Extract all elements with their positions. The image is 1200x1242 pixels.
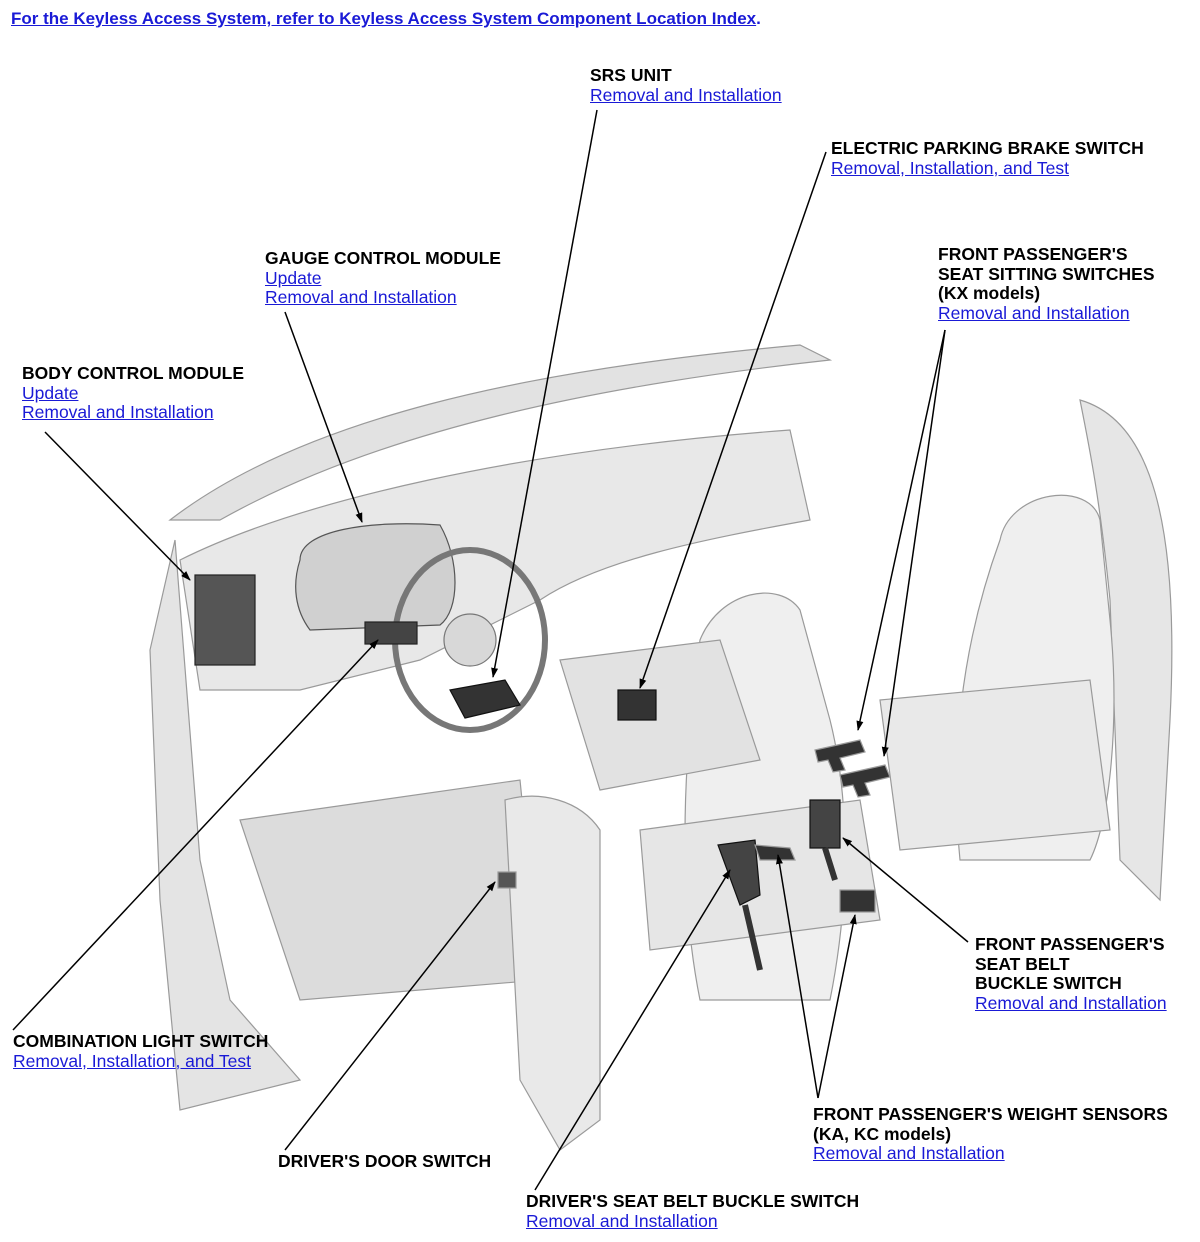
srs-unit-callout: SRS UNIT Removal and Installation	[590, 65, 782, 105]
weight-sensors-removal-link[interactable]: Removal and Installation	[813, 1143, 1005, 1163]
weight-sensors-title-line-1: FRONT PASSENGER'S WEIGHT SENSORS	[813, 1104, 1168, 1124]
leader-gauge-control-module	[284, 311, 363, 523]
leader-weight-sensor-2	[817, 914, 857, 1099]
srs-unit-removal-link[interactable]: Removal and Installation	[590, 84, 782, 105]
leader-seat-sitting-switch-1	[856, 329, 946, 731]
combination-light-switch-title: COMBINATION LIGHT SWITCH	[13, 1031, 269, 1051]
epb-switch-title: ELECTRIC PARKING BRAKE SWITCH	[831, 138, 1144, 158]
driver-buckle-switch-callout: DRIVER'S SEAT BELT BUCKLE SWITCH Removal…	[526, 1191, 860, 1231]
leader-srs-unit	[491, 109, 598, 678]
leader-weight-sensor-1	[776, 854, 819, 1099]
leader-lines	[12, 109, 969, 1191]
weight-sensors-callout: FRONT PASSENGER'S WEIGHT SENSORS (KA, KC…	[813, 1104, 1168, 1164]
keyless-access-index-link[interactable]: For the Keyless Access System, refer to …	[11, 9, 757, 28]
keyless-access-reference: For the Keyless Access System, refer to …	[11, 9, 761, 29]
drivers-door-switch-callout: DRIVER'S DOOR SWITCH	[278, 1151, 492, 1172]
passenger-buckle-switch-callout: FRONT PASSENGER'S SEAT BELT BUCKLE SWITC…	[975, 934, 1167, 1013]
driver-buckle-switch-removal-link[interactable]: Removal and Installation	[526, 1210, 718, 1231]
seat-sitting-switches-title-line-1: FRONT PASSENGER'S	[938, 244, 1128, 264]
body-control-module-removal-link[interactable]: Removal and Installation	[22, 402, 214, 422]
weight-sensors-title-line-2: (KA, KC models)	[813, 1123, 952, 1144]
epb-switch-removal-link[interactable]: Removal, Installation, and Test	[831, 157, 1070, 178]
leader-passenger-buckle-switch	[842, 837, 969, 943]
passenger-buckle-switch-title-line-3: BUCKLE SWITCH	[975, 973, 1122, 993]
combination-light-switch-removal-link[interactable]: Removal, Installation, and Test	[13, 1050, 252, 1071]
leader-driver-buckle-switch	[534, 869, 731, 1191]
passenger-buckle-switch-title-line-2: SEAT BELT	[975, 953, 1070, 974]
seat-sitting-switches-title-line-3: (KX models)	[938, 283, 1041, 303]
leader-seat-sitting-switch-2	[881, 329, 946, 757]
drivers-door-switch-title: DRIVER'S DOOR SWITCH	[278, 1151, 492, 1171]
leader-body-control-module	[44, 431, 191, 581]
driver-buckle-switch-title: DRIVER'S SEAT BELT BUCKLE SWITCH	[526, 1191, 860, 1211]
gauge-control-module-removal-link[interactable]: Removal and Installation	[265, 287, 457, 307]
body-control-module-title: BODY CONTROL MODULE	[22, 363, 244, 383]
seat-sitting-switches-removal-link[interactable]: Removal and Installation	[938, 302, 1130, 323]
gauge-control-module-title: GAUGE CONTROL MODULE	[265, 248, 501, 268]
seat-sitting-switches-title-line-2: SEAT SITTING SWITCHES	[938, 263, 1155, 284]
srs-unit-title: SRS UNIT	[590, 65, 672, 85]
leader-epb-switch	[639, 151, 827, 689]
seat-sitting-switches-callout: FRONT PASSENGER'S SEAT SITTING SWITCHES …	[938, 244, 1155, 323]
epb-switch-callout: ELECTRIC PARKING BRAKE SWITCH Removal, I…	[831, 138, 1144, 178]
gauge-control-module-update-link[interactable]: Update	[265, 267, 322, 288]
body-control-module-update-link[interactable]: Update	[22, 382, 79, 403]
leader-drivers-door-switch	[284, 881, 496, 1151]
body-control-module-callout: BODY CONTROL MODULE Update Removal and I…	[22, 363, 244, 423]
passenger-buckle-switch-title-line-1: FRONT PASSENGER'S	[975, 934, 1165, 954]
reference-period: .	[756, 9, 761, 28]
gauge-control-module-callout: GAUGE CONTROL MODULE Update Removal and …	[265, 248, 501, 308]
leader-combination-light-switch	[12, 639, 379, 1031]
combination-light-switch-callout: COMBINATION LIGHT SWITCH Removal, Instal…	[13, 1031, 269, 1071]
vehicle-interior-illustration	[149, 344, 1173, 1151]
passenger-buckle-switch-removal-link[interactable]: Removal and Installation	[975, 992, 1167, 1013]
